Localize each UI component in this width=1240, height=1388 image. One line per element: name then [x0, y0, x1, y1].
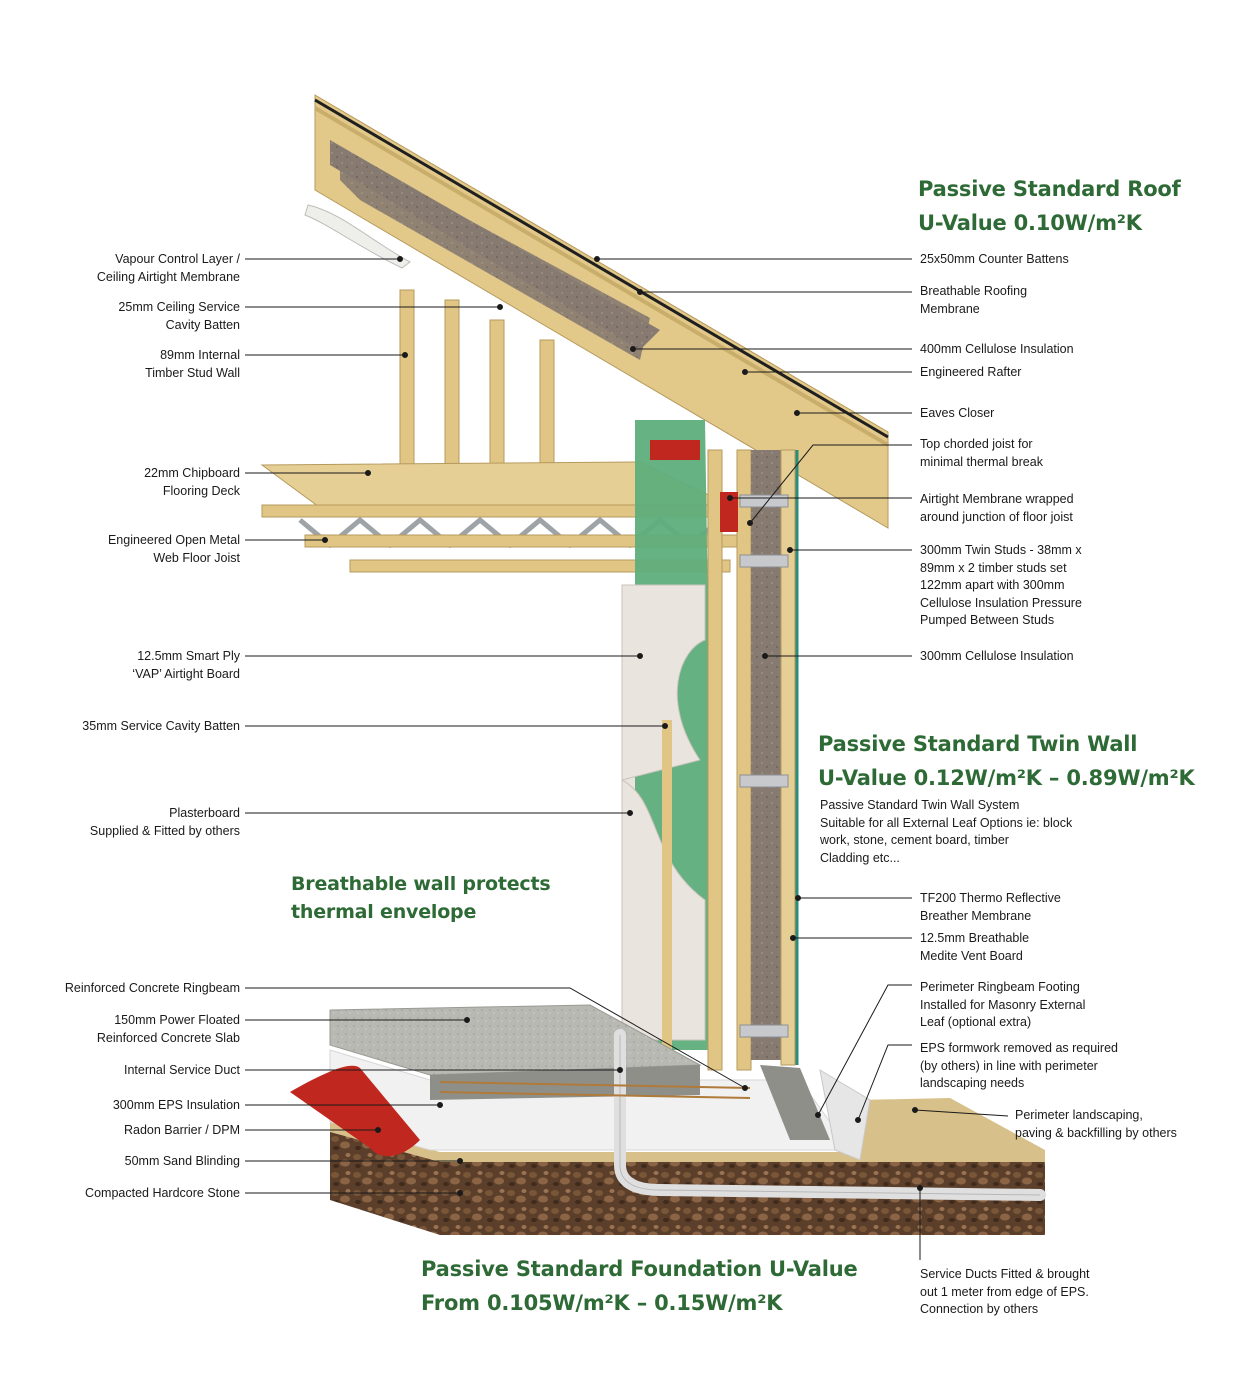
label-breather-membrane: TF200 Thermo Reflective Breather Membran…: [920, 891, 1061, 923]
ringbeam: [760, 1065, 830, 1140]
internal-stud: [539, 339, 555, 471]
rebar: [439, 1091, 751, 1099]
label-top-chorded-joist: Top chorded joist for minimal thermal br…: [920, 437, 1043, 469]
label-eps-insulation: 300mm EPS Insulation: [112, 1098, 240, 1112]
twin-stud-outer: [736, 449, 752, 1071]
label-sand-blinding: 50mm Sand Blinding: [124, 1154, 240, 1168]
label-perimeter-landscaping: Perimeter landscaping, paving & backfill…: [1015, 1108, 1177, 1140]
label-ringbeam-footing: Perimeter Ringbeam Footing Installed for…: [920, 980, 1086, 1029]
internal-stud: [489, 319, 505, 471]
leader-lines-right: [594, 256, 1009, 1260]
label-service-cavity-batten: 35mm Service Cavity Batten: [82, 719, 240, 733]
label-chipboard-flooring: 22mm Chipboard Flooring Deck: [144, 466, 240, 498]
label-concrete-slab: 150mm Power Floated Reinforced Concrete …: [96, 1013, 240, 1045]
label-ringbeam: Reinforced Concrete Ringbeam: [64, 981, 240, 995]
concrete-slab-edge: [430, 1065, 700, 1100]
vapour-control-layer: [304, 204, 411, 269]
nail-plate: [739, 554, 789, 568]
label-metal-web-joist: Engineered Open Metal Web Floor Joist: [107, 533, 240, 565]
breathable-wall-heading: Breathable wall protects thermal envelop…: [291, 873, 551, 923]
label-counter-battens: 25x50mm Counter Battens: [920, 252, 1069, 266]
label-wall-cellulose: 300mm Cellulose Insulation: [920, 649, 1074, 663]
service-cavity-batten: [662, 720, 672, 1050]
label-vapour-control-layer: Vapour Control Layer / Ceiling Airtight …: [96, 252, 240, 284]
roof-cellulose-block: [340, 150, 650, 360]
counter-batten: [313, 106, 890, 447]
label-hardcore-stone: Compacted Hardcore Stone: [85, 1186, 240, 1200]
plasterboard-torn-edge: [621, 584, 706, 781]
perimeter-landscaping: [858, 1098, 1045, 1160]
internal-stud: [444, 299, 460, 471]
label-eaves-closer: Eaves Closer: [920, 406, 995, 420]
airtight-membrane-wrap: [650, 440, 700, 460]
vent-board: [780, 449, 796, 1066]
label-vent-board: 12.5mm Breathable Medite Vent Board: [920, 931, 1030, 963]
wall-cellulose-insulation: [751, 450, 781, 1060]
label-twin-studs: 300mm Twin Studs - 38mm x 89mm x 2 timbe…: [920, 543, 1082, 627]
service-duct-outline: [619, 1035, 1041, 1196]
internal-stud: [399, 289, 415, 471]
breathable-roofing-membrane: [314, 98, 889, 439]
leader-lines-left: [245, 256, 748, 1196]
twin-stud-inner: [707, 449, 723, 1071]
label-eps-formwork: EPS formwork removed as required (by oth…: [920, 1041, 1118, 1090]
label-internal-stud-wall: 89mm Internal Timber Stud Wall: [145, 348, 240, 380]
label-roofing-membrane: Breathable Roofing Membrane: [920, 284, 1028, 316]
radon-barrier: [290, 1065, 420, 1157]
label-airtight-membrane-wrap: Airtight Membrane wrapped around junctio…: [920, 492, 1074, 524]
airtight-membrane-wrap: [720, 492, 738, 532]
label-smart-ply-board: 12.5mm Smart Ply ‘VAP’ Airtight Board: [132, 649, 240, 681]
label-plasterboard: Plasterboard Supplied & Fitted by others: [89, 806, 240, 838]
rebar: [439, 1081, 751, 1089]
nail-plate: [739, 774, 789, 788]
hardcore-stone: [330, 1130, 1045, 1235]
nail-plate: [739, 1024, 789, 1038]
twin-wall-system-note: Passive Standard Twin Wall System Suitab…: [820, 798, 1073, 865]
eps-formwork: [819, 1068, 871, 1161]
label-roof-cellulose: 400mm Cellulose Insulation: [920, 342, 1074, 356]
label-radon-barrier: Radon Barrier / DPM: [123, 1123, 240, 1137]
wall-u-value-heading: Passive Standard Twin Wall U-Value 0.12W…: [818, 732, 1195, 790]
label-engineered-rafter: Engineered Rafter: [920, 365, 1022, 379]
label-internal-service-duct: Internal Service Duct: [123, 1063, 240, 1077]
label-ceiling-service-batten: 25mm Ceiling Service Cavity Batten: [118, 300, 240, 332]
foundation-u-value-heading: Passive Standard Foundation U-Value From…: [421, 1257, 858, 1315]
label-service-ducts: Service Ducts Fitted & brought out 1 met…: [920, 1267, 1090, 1316]
roof-u-value-heading: Passive Standard Roof U-Value 0.10W/m²K: [918, 177, 1181, 235]
